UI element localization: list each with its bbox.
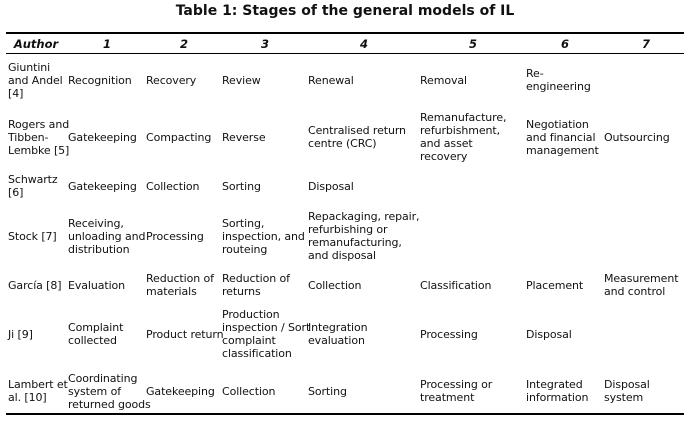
header-col-3: 3 [260, 37, 269, 51]
table-cell-author: Schwartz [6] [8, 173, 58, 199]
table-header-rule [6, 53, 684, 54]
table-cell-stage-4: Repackaging, repair, refurbishing or rem… [308, 210, 420, 262]
header-col-2: 2 [179, 37, 188, 51]
table-cell-stage-2: Reduction of materials [146, 272, 214, 298]
table-cell-stage-3: Collection [222, 385, 276, 398]
table-cell-stage-6: Re- engineering [526, 67, 591, 93]
table-cell-stage-3: Production inspection / Sort complaint c… [222, 308, 311, 360]
table-cell-author: García [8] [8, 279, 62, 292]
table-cell-stage-1: Gatekeeping [68, 180, 137, 193]
header-col-4: 4 [359, 37, 368, 51]
table-cell-stage-6: Negotiation and financial management [526, 118, 599, 157]
table-cell-stage-1: Recognition [68, 74, 132, 87]
table-cell-author: Rogers and Tibben- Lembke [5] [8, 118, 70, 157]
table-cell-stage-3: Reverse [222, 131, 266, 144]
table-cell-stage-2: Recovery [146, 74, 197, 87]
table-cell-stage-5: Remanufacture, refurbishment, and asset … [420, 111, 507, 163]
table-cell-stage-4: Disposal [308, 180, 354, 193]
table-cell-stage-1: Evaluation [68, 279, 126, 292]
table-cell-stage-5: Classification [420, 279, 492, 292]
table-cell-stage-3: Sorting [222, 180, 261, 193]
table-cell-stage-4: Collection [308, 279, 362, 292]
table-cell-stage-7: Outsourcing [604, 131, 670, 144]
table-cell-stage-4: Renewal [308, 74, 354, 87]
table-cell-stage-6: Placement [526, 279, 584, 292]
table-cell-stage-2: Collection [146, 180, 200, 193]
table-cell-author: Lambert et al. [10] [8, 378, 68, 404]
table-cell-stage-4: Sorting [308, 385, 347, 398]
table-cell-stage-7: Measurement and control [604, 272, 679, 298]
table-cell-stage-1: Receiving, unloading and distribution [68, 217, 146, 256]
table-cell-stage-6: Integrated information [526, 378, 589, 404]
table-cell-stage-2: Product return [146, 328, 224, 341]
table-cell-author: Ji [9] [8, 328, 33, 341]
table-cell-stage-3: Sorting, inspection, and routeing [222, 217, 305, 256]
header-col-1: 1 [102, 37, 111, 51]
header-author: Author [13, 37, 59, 51]
table-top-rule [6, 32, 684, 34]
table-caption: Table 1: Stages of the general models of… [175, 3, 515, 19]
table-cell-stage-6: Disposal [526, 328, 572, 341]
header-col-5: 5 [468, 37, 477, 51]
table-bottom-rule [6, 413, 684, 415]
table-cell-stage-3: Reduction of returns [222, 272, 290, 298]
table-cell-stage-2: Processing [146, 230, 204, 243]
table-cell-stage-3: Review [222, 74, 261, 87]
table-cell-stage-7: Disposal system [604, 378, 650, 404]
table-cell-stage-4: Integration evaluation [308, 321, 368, 347]
table-cell-author: Stock [7] [8, 230, 57, 243]
table-cell-author: Giuntini and Andel [4] [8, 61, 63, 100]
table-cell-stage-5: Removal [420, 74, 467, 87]
table-cell-stage-1: Gatekeeping [68, 131, 137, 144]
table-cell-stage-2: Gatekeeping [146, 385, 215, 398]
table-cell-stage-1: Coordinating system of returned goods [68, 372, 151, 411]
header-col-7: 7 [641, 37, 650, 51]
table-cell-stage-5: Processing [420, 328, 478, 341]
table-cell-stage-5: Processing or treatment [420, 378, 493, 404]
table-cell-stage-4: Centralised return centre (CRC) [308, 124, 406, 150]
table-cell-stage-2: Compacting [146, 131, 212, 144]
header-col-6: 6 [560, 37, 569, 51]
table-cell-stage-1: Complaint collected [68, 321, 124, 347]
